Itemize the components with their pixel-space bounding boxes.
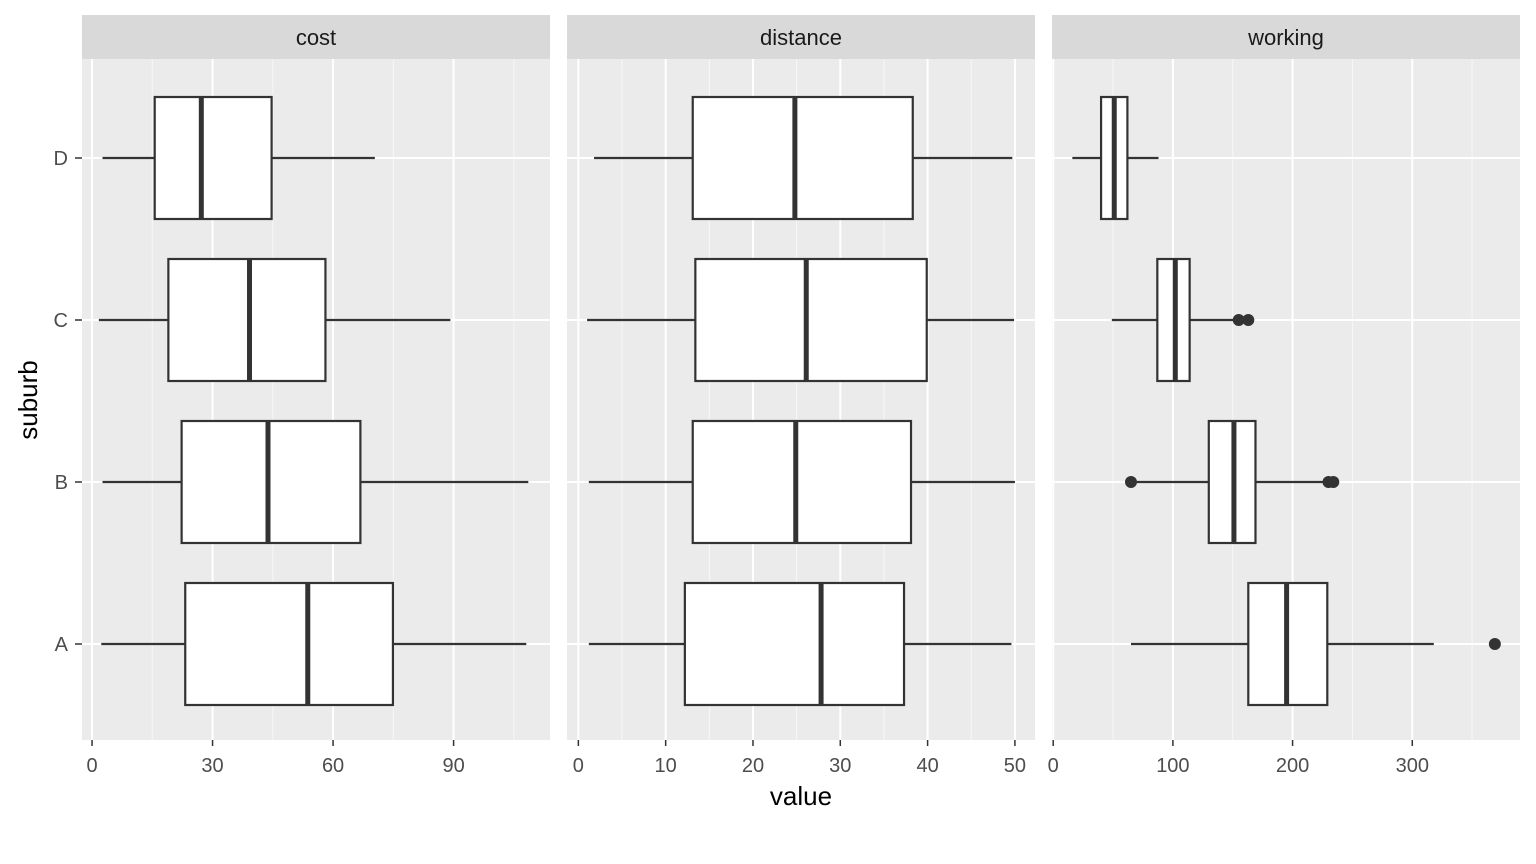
box-working-C [1111,257,1255,383]
box-iqr [683,581,906,707]
strip-label-working: working [1247,25,1324,50]
y-tick-label-C: C [54,310,68,332]
box-iqr [691,419,913,545]
x-tick-label: 10 [655,755,677,777]
x-tick-label: 60 [322,755,344,777]
outlier-point [1242,314,1255,326]
box-iqr [184,581,395,707]
strip-distance [567,15,1035,59]
outlier-point [1124,476,1137,488]
box-distance-A [588,581,1012,707]
box-cost-B [102,419,529,545]
box-cost-D [102,95,375,221]
y-tick-label-B: B [55,472,68,494]
box-iqr [180,419,362,545]
box-iqr [691,95,914,221]
outlier-point [1232,314,1245,326]
x-tick-label: 0 [1048,755,1059,777]
outlier-point [1488,638,1501,650]
box-cost-C [98,257,451,383]
x-tick-label: 30 [201,755,223,777]
strip-working [1052,15,1520,59]
box-working-D [1072,95,1159,221]
facet-panel-working: working 0 100 200 300 [1048,15,1520,777]
y-tick-label-A: A [55,634,69,656]
x-tick-label: 20 [742,755,764,777]
box-distance-D [594,95,1013,221]
box-distance-C [587,257,1015,383]
y-tick-label-D: D [54,148,68,170]
y-axis-title: suburb [13,360,43,440]
x-tick-label: 300 [1396,755,1429,777]
x-tick-label: 50 [1004,755,1026,777]
x-tick-label: 100 [1156,755,1189,777]
x-tick-label: 0 [573,755,584,777]
x-tick-label: 30 [829,755,851,777]
strip-cost [82,15,550,59]
strip-label-distance: distance [760,25,842,50]
outlier-point [1327,476,1340,488]
box-iqr [153,95,273,221]
strip-label-cost: cost [296,25,336,50]
facet-panels: cost 0 30 60 90 distance 0 10 20 30 40 50 working 0 10… [82,15,1520,777]
x-tick-label: 200 [1276,755,1309,777]
x-tick-label: 40 [916,755,938,777]
box-working-A [1130,581,1501,707]
x-tick-label: 0 [86,755,97,777]
facet-panel-distance: distance 0 10 20 30 40 50 [567,15,1035,777]
x-axis-title: value [770,781,832,811]
box-iqr [694,257,928,383]
y-axis: D C B A [54,148,82,656]
facet-panel-cost: cost 0 30 60 90 [82,15,550,777]
box-cost-A [101,581,527,707]
box-iqr [167,257,327,383]
box-working-B [1124,419,1340,545]
x-tick-label: 90 [442,755,464,777]
box-distance-B [588,419,1015,545]
